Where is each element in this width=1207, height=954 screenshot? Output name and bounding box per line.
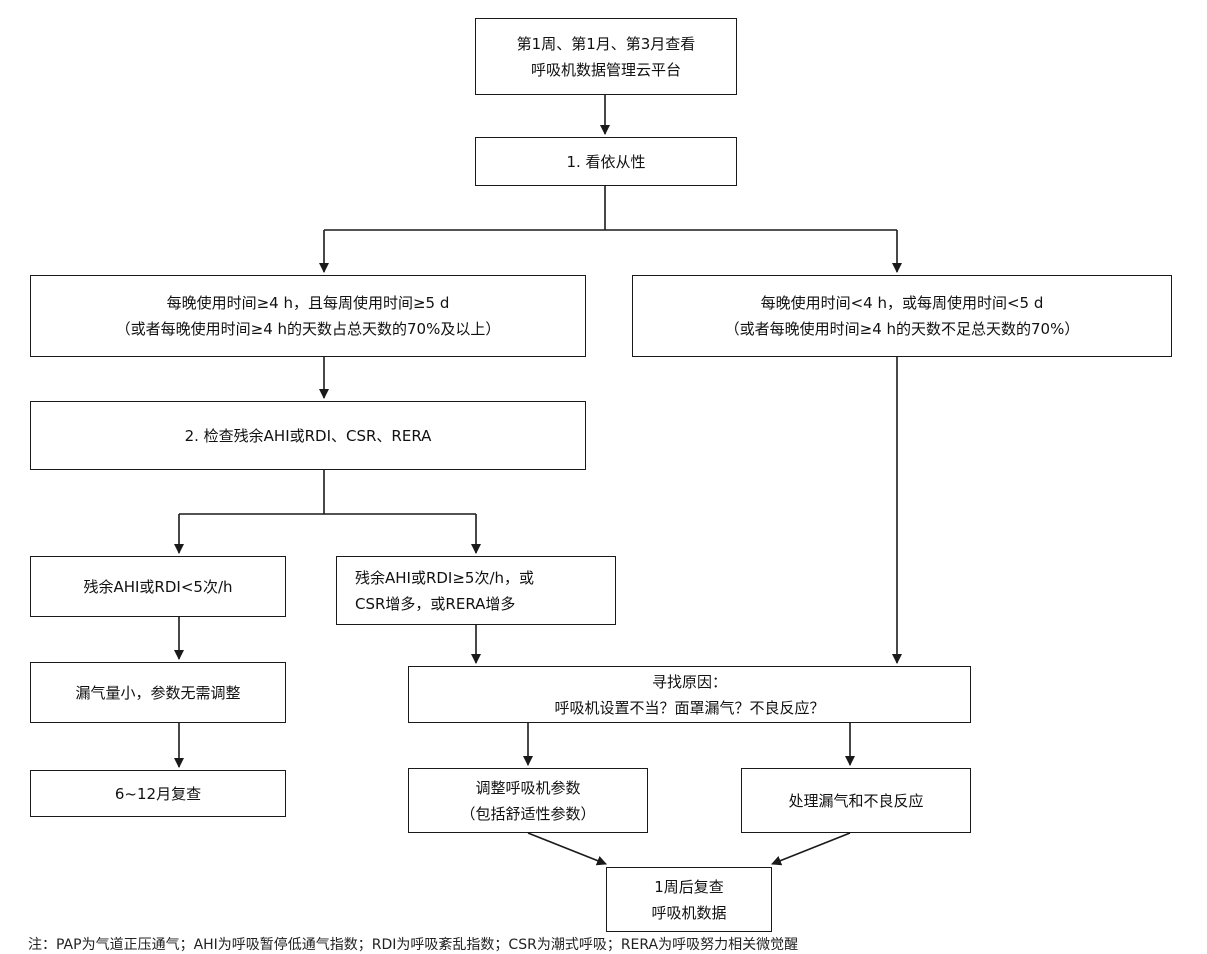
check-residual-box: 2. 检查残余AHI或RDI、CSR、RERA: [30, 401, 586, 470]
small-leak-line1: 漏气量小，参数无需调整: [75, 683, 241, 702]
good-compliance-line1: 每晚使用时间≥4 h，且每周使用时间≥5 d: [166, 294, 450, 312]
residual-high-line1: 残余AHI或RDI≥5次/h，或: [355, 568, 535, 587]
start-box-line2: 呼吸机数据管理云平台: [530, 60, 681, 79]
good-compliance-line2: （或者每晚使用时间≥4 h的天数占总天数的70%及以上）: [115, 320, 501, 338]
find-cause-line1: 寻找原因：: [651, 672, 727, 691]
good-compliance-box: 每晚使用时间≥4 h，且每周使用时间≥5 d （或者每晚使用时间≥4 h的天数占…: [30, 275, 586, 357]
recheck-1w-line1: 1周后复查: [654, 877, 724, 896]
arrow-adjust-to-recheck: [527, 832, 607, 866]
find-cause-box: 寻找原因： 呼吸机设置不当？面罩漏气？不良反应？: [408, 666, 971, 723]
recheck-1w-box: 1周后复查 呼吸机数据: [606, 867, 772, 932]
residual-low-line1: 残余AHI或RDI<5次/h: [83, 577, 233, 596]
arrow-handle-to-recheck: [771, 832, 851, 866]
residual-high-line2: CSR增多，或RERA增多: [355, 594, 516, 613]
compliance-box: 1. 看依从性: [475, 137, 737, 186]
poor-compliance-box: 每晚使用时间<4 h，或每周使用时间<5 d （或者每晚使用时间≥4 h的天数不…: [632, 275, 1172, 357]
poor-compliance-line1: 每晚使用时间<4 h，或每周使用时间<5 d: [760, 294, 1044, 312]
poor-compliance-line2: （或者每晚使用时间≥4 h的天数不足总天数的70%）: [724, 320, 1080, 338]
start-box: 第1周、第1月、第3月查看 呼吸机数据管理云平台: [475, 18, 737, 95]
recheck-6-12-box: 6~12月复查: [30, 770, 286, 817]
compliance-box-line1: 1. 看依从性: [566, 152, 646, 171]
small-leak-box: 漏气量小，参数无需调整: [30, 662, 286, 723]
handle-leak-line1: 处理漏气和不良反应: [788, 791, 924, 810]
residual-low-box: 残余AHI或RDI<5次/h: [30, 556, 286, 617]
find-cause-line2: 呼吸机设置不当？面罩漏气？不良反应？: [554, 698, 825, 717]
footnote: 注：PAP为气道正压通气；AHI为呼吸暂停低通气指数；RDI为呼吸紊乱指数；CS…: [28, 937, 799, 953]
recheck-6-12-line1: 6~12月复查: [114, 784, 202, 803]
recheck-1w-line2: 呼吸机数据: [651, 903, 727, 922]
start-box-line1: 第1周、第1月、第3月查看: [516, 34, 696, 53]
adjust-params-line1: 调整呼吸机参数: [475, 778, 581, 797]
adjust-params-box: 调整呼吸机参数 （包括舒适性参数）: [408, 768, 648, 833]
check-residual-line1: 2. 检查残余AHI或RDI、CSR、RERA: [184, 426, 432, 445]
handle-leak-box: 处理漏气和不良反应: [741, 768, 971, 833]
adjust-params-line2: （包括舒适性参数）: [460, 804, 596, 823]
residual-high-box: 残余AHI或RDI≥5次/h，或 CSR增多，或RERA增多: [336, 556, 616, 625]
